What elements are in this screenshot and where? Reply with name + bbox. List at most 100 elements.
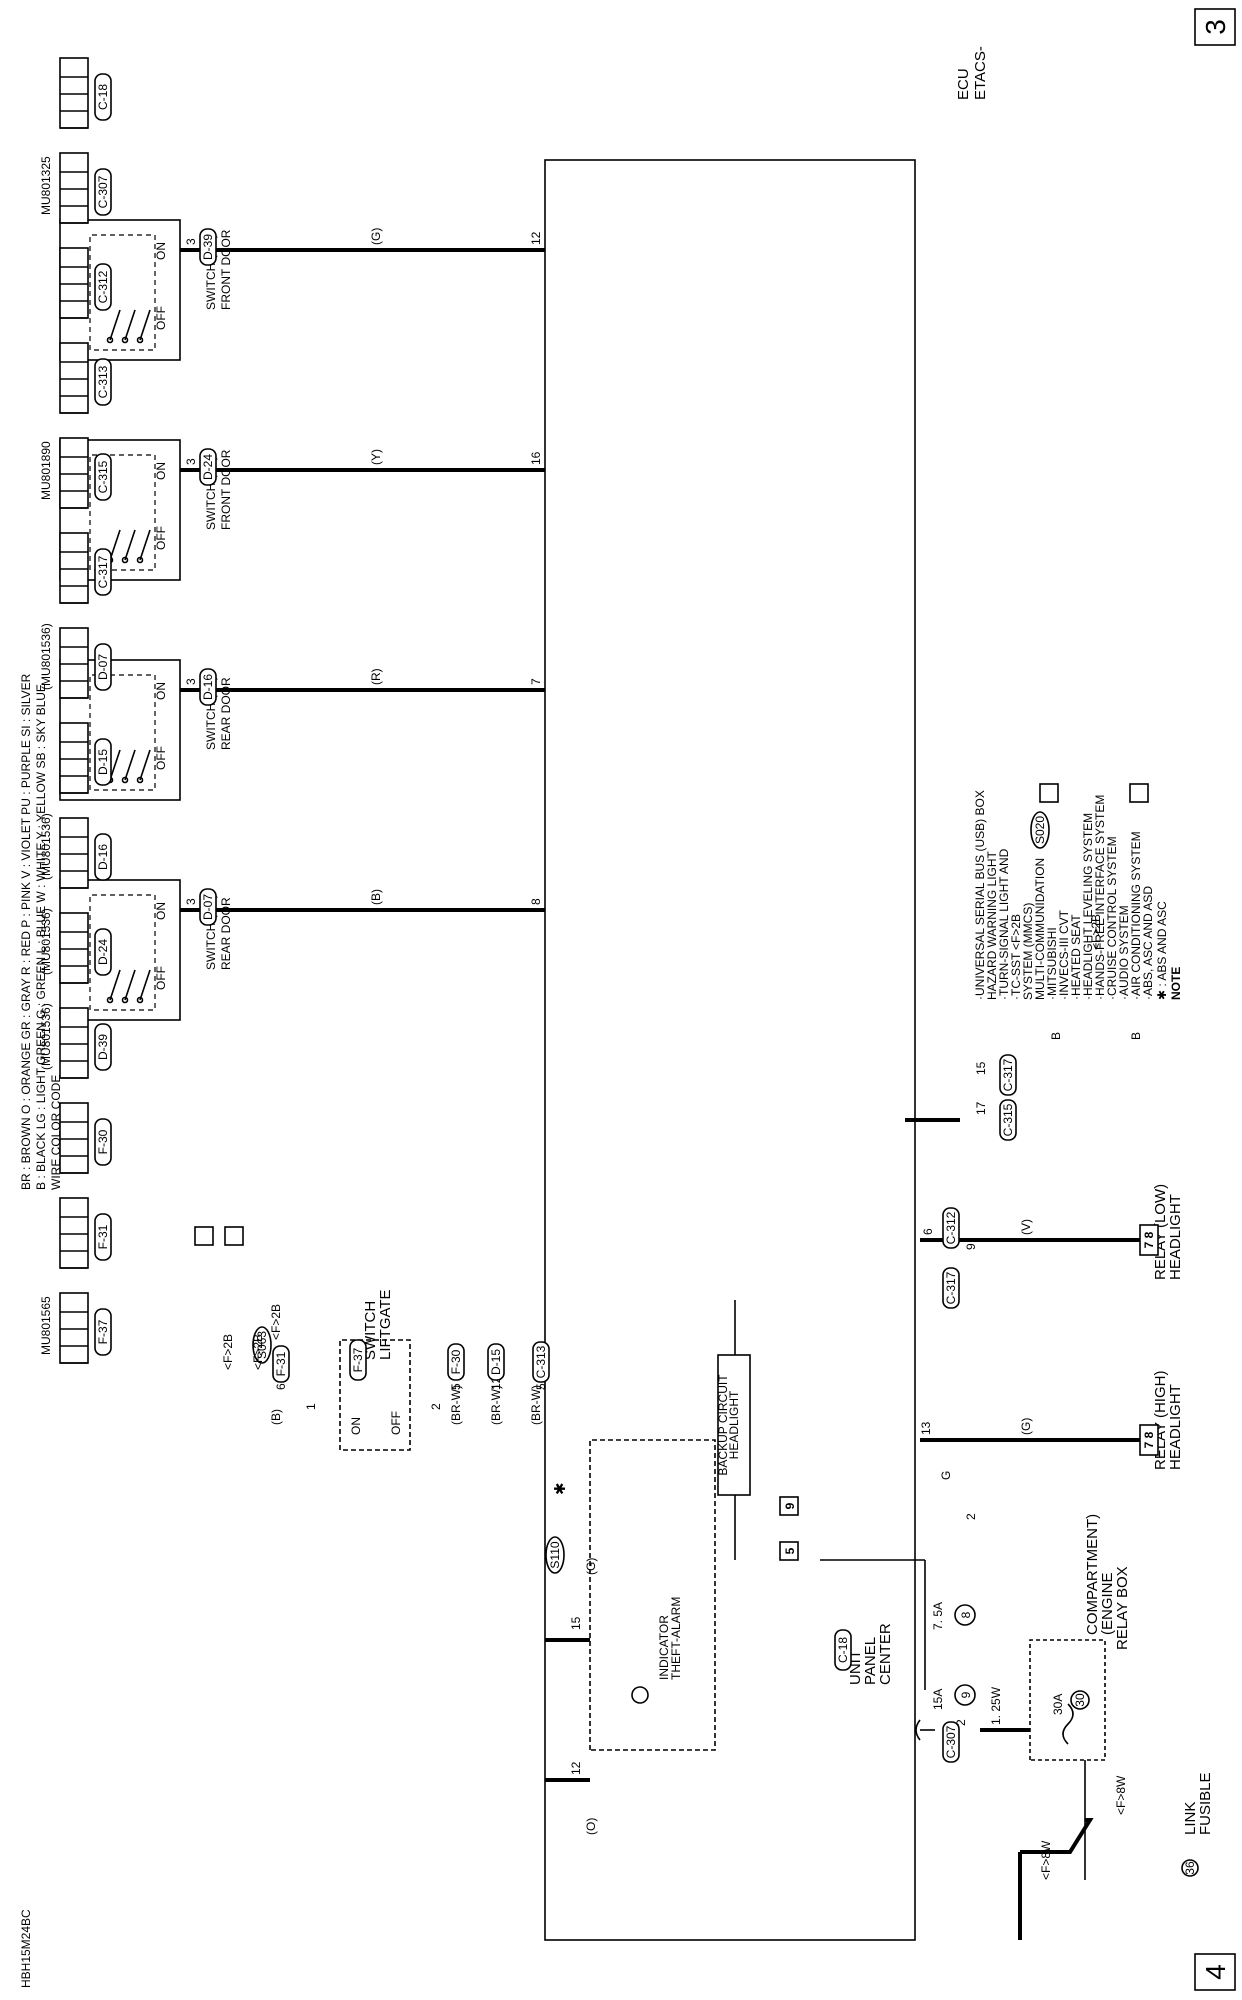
connector-id: C-313 [96, 365, 110, 398]
svg-text:THEFT-ALARM: THEFT-ALARM [669, 1597, 683, 1680]
svg-text:4: 4 [1200, 1964, 1231, 1980]
svg-text:(G): (G) [1019, 1418, 1033, 1435]
svg-text:C-317: C-317 [1001, 1058, 1015, 1091]
center-panel-unit: CENTER PANEL UNIT C-18 THEFT-ALARM INDIC… [545, 1243, 978, 1835]
etacs-ecu-box: ETACS- ECU [544, 46, 989, 1941]
connector-icon: D-39(MU801536) [39, 1003, 112, 1079]
svg-text:S020: S020 [1033, 816, 1047, 844]
connector-icon: C-317 [59, 532, 112, 604]
door-switch-ecu-pin: 8 [529, 898, 543, 905]
svg-text:5: 5 [449, 1383, 463, 1390]
note-line: SYSTEM (MMCS) [1021, 903, 1035, 1000]
svg-text:✱: ✱ [552, 1482, 569, 1495]
svg-text:15: 15 [974, 1061, 988, 1075]
svg-text:C-18: C-18 [836, 1637, 850, 1663]
note-line: ·AIR CONDITIONING SYSTEM [1129, 831, 1143, 1000]
svg-text:7 8: 7 8 [1142, 1231, 1156, 1248]
fuse-8: 8 7. 5A [820, 1559, 976, 1690]
svg-text:15: 15 [569, 1616, 583, 1630]
ref-box-5: 5 [779, 1541, 799, 1561]
page-marker-left: 3 [1194, 8, 1236, 46]
switch-on-label: ON [154, 682, 168, 700]
svg-text:9: 9 [964, 1243, 978, 1250]
ground-circuit-bottom: 17 C-315 15 C-317 B B <F>2B <F>2B S020 1… [905, 783, 1149, 1141]
door-switch-name-line1: FRONT DOOR [219, 229, 233, 310]
svg-text:RELAY (LOW): RELAY (LOW) [1152, 1184, 1169, 1280]
svg-text:HEADLIGHT: HEADLIGHT [1167, 1384, 1184, 1470]
ref-box-9: 9 [779, 1496, 799, 1516]
svg-text:(BR-W): (BR-W) [449, 1385, 463, 1425]
switch-off-label: OFF [154, 746, 168, 770]
door-switch-connector: D-16 [201, 674, 215, 700]
note-line: MULTI-COMMUNIDATION [1033, 858, 1047, 1000]
diagram-code: HBH15M24BC [19, 1909, 33, 1988]
note-line: ·TURN-SIGNAL LIGHT AND [997, 848, 1011, 1000]
wire-code-line2: BR : BROWN O : ORANGE GR : GRAY R : RED … [19, 673, 33, 1190]
svg-text:3: 3 [1200, 19, 1231, 35]
svg-text:13: 13 [919, 1421, 933, 1435]
svg-text:C-317: C-317 [944, 1271, 958, 1304]
svg-text:10: 10 [228, 1229, 242, 1243]
svg-text:PANEL: PANEL [862, 1637, 879, 1685]
connector-id: C-315 [96, 460, 110, 493]
door-switch-wire: (B) [369, 889, 383, 905]
note-line: ·TC-SST [1009, 952, 1023, 1000]
switch-off-label: OFF [154, 306, 168, 330]
connector-id: F-30 [96, 1129, 110, 1154]
connector-id: C-18 [96, 84, 110, 110]
door-switch-wire: (G) [369, 228, 383, 245]
svg-text:S063: S063 [255, 1331, 269, 1359]
svg-text:9: 9 [959, 1691, 973, 1698]
door-switch-pin: 3 [184, 898, 198, 905]
svg-text:2: 2 [954, 1719, 968, 1726]
connector-id: D-24 [96, 939, 110, 965]
door-switch-wire: (R) [369, 668, 383, 685]
svg-text:<F>2B: <F>2B [221, 1334, 235, 1370]
svg-text:30A: 30A [1051, 1694, 1065, 1715]
connector-id: C-317 [96, 555, 110, 588]
svg-text:C-312: C-312 [944, 1211, 958, 1244]
connector-id: F-31 [96, 1224, 110, 1249]
svg-text:(O): (O) [584, 1818, 598, 1835]
connector-icon: C-18 [59, 57, 112, 129]
svg-text:21: 21 [198, 1229, 212, 1243]
svg-text:5: 5 [783, 1547, 797, 1554]
svg-text:RELAY BOX: RELAY BOX [1114, 1566, 1131, 1650]
connector-id: D-39 [96, 1034, 110, 1060]
svg-text:1: 1 [304, 1403, 318, 1410]
wire-code-title: WIRE COLOR CODE [49, 1075, 63, 1190]
connector-part: (MU801536) [39, 908, 53, 975]
connector-id: D-16 [96, 844, 110, 870]
svg-text:F-37: F-37 [351, 1347, 365, 1372]
svg-text:6: 6 [274, 1383, 288, 1390]
note-line: ·INVECS-III CVT [1057, 909, 1071, 1000]
svg-text:36: 36 [1183, 1861, 1197, 1875]
svg-text:F-31: F-31 [274, 1351, 288, 1376]
connector-icon: D-15 [59, 722, 112, 794]
connector-id: C-307 [96, 175, 110, 208]
switch-on-label: ON [154, 902, 168, 920]
note-line: ·UNIVERSAL SERIAL BUS (USB) BOX [973, 790, 987, 1000]
svg-text:(G): (G) [584, 1558, 598, 1575]
svg-text:(B): (B) [269, 1409, 283, 1425]
door-switch-pin: 3 [184, 238, 198, 245]
svg-text:2: 2 [429, 1403, 443, 1410]
door-switch-name-line1: REAR DOOR [219, 677, 233, 750]
headlight-relay-low: HEADLIGHT RELAY (LOW) 7 8 (V) 6 C-312 [920, 1184, 1184, 1280]
connector-id: F-37 [96, 1319, 110, 1344]
wire-code-line1: B : BLACK LG : LIGHT GREEN G : GREEN L :… [34, 684, 48, 1190]
note-line: ·ABS, ASC AND ASD [1141, 886, 1155, 1000]
connector-icon: F-31 [59, 1197, 112, 1269]
door-switch-pin: 3 [184, 458, 198, 465]
svg-text:G: G [939, 1471, 953, 1480]
svg-text:F-30: F-30 [449, 1349, 463, 1374]
svg-text:C-315: C-315 [1001, 1103, 1015, 1136]
svg-text:<F>2B: <F>2B [1009, 914, 1023, 950]
svg-text:(BR-W): (BR-W) [529, 1385, 543, 1425]
svg-text:12: 12 [569, 1761, 583, 1775]
headlight-backup-circuit: HEADLIGHT BACKUP CIRCUIT [716, 1300, 751, 1560]
